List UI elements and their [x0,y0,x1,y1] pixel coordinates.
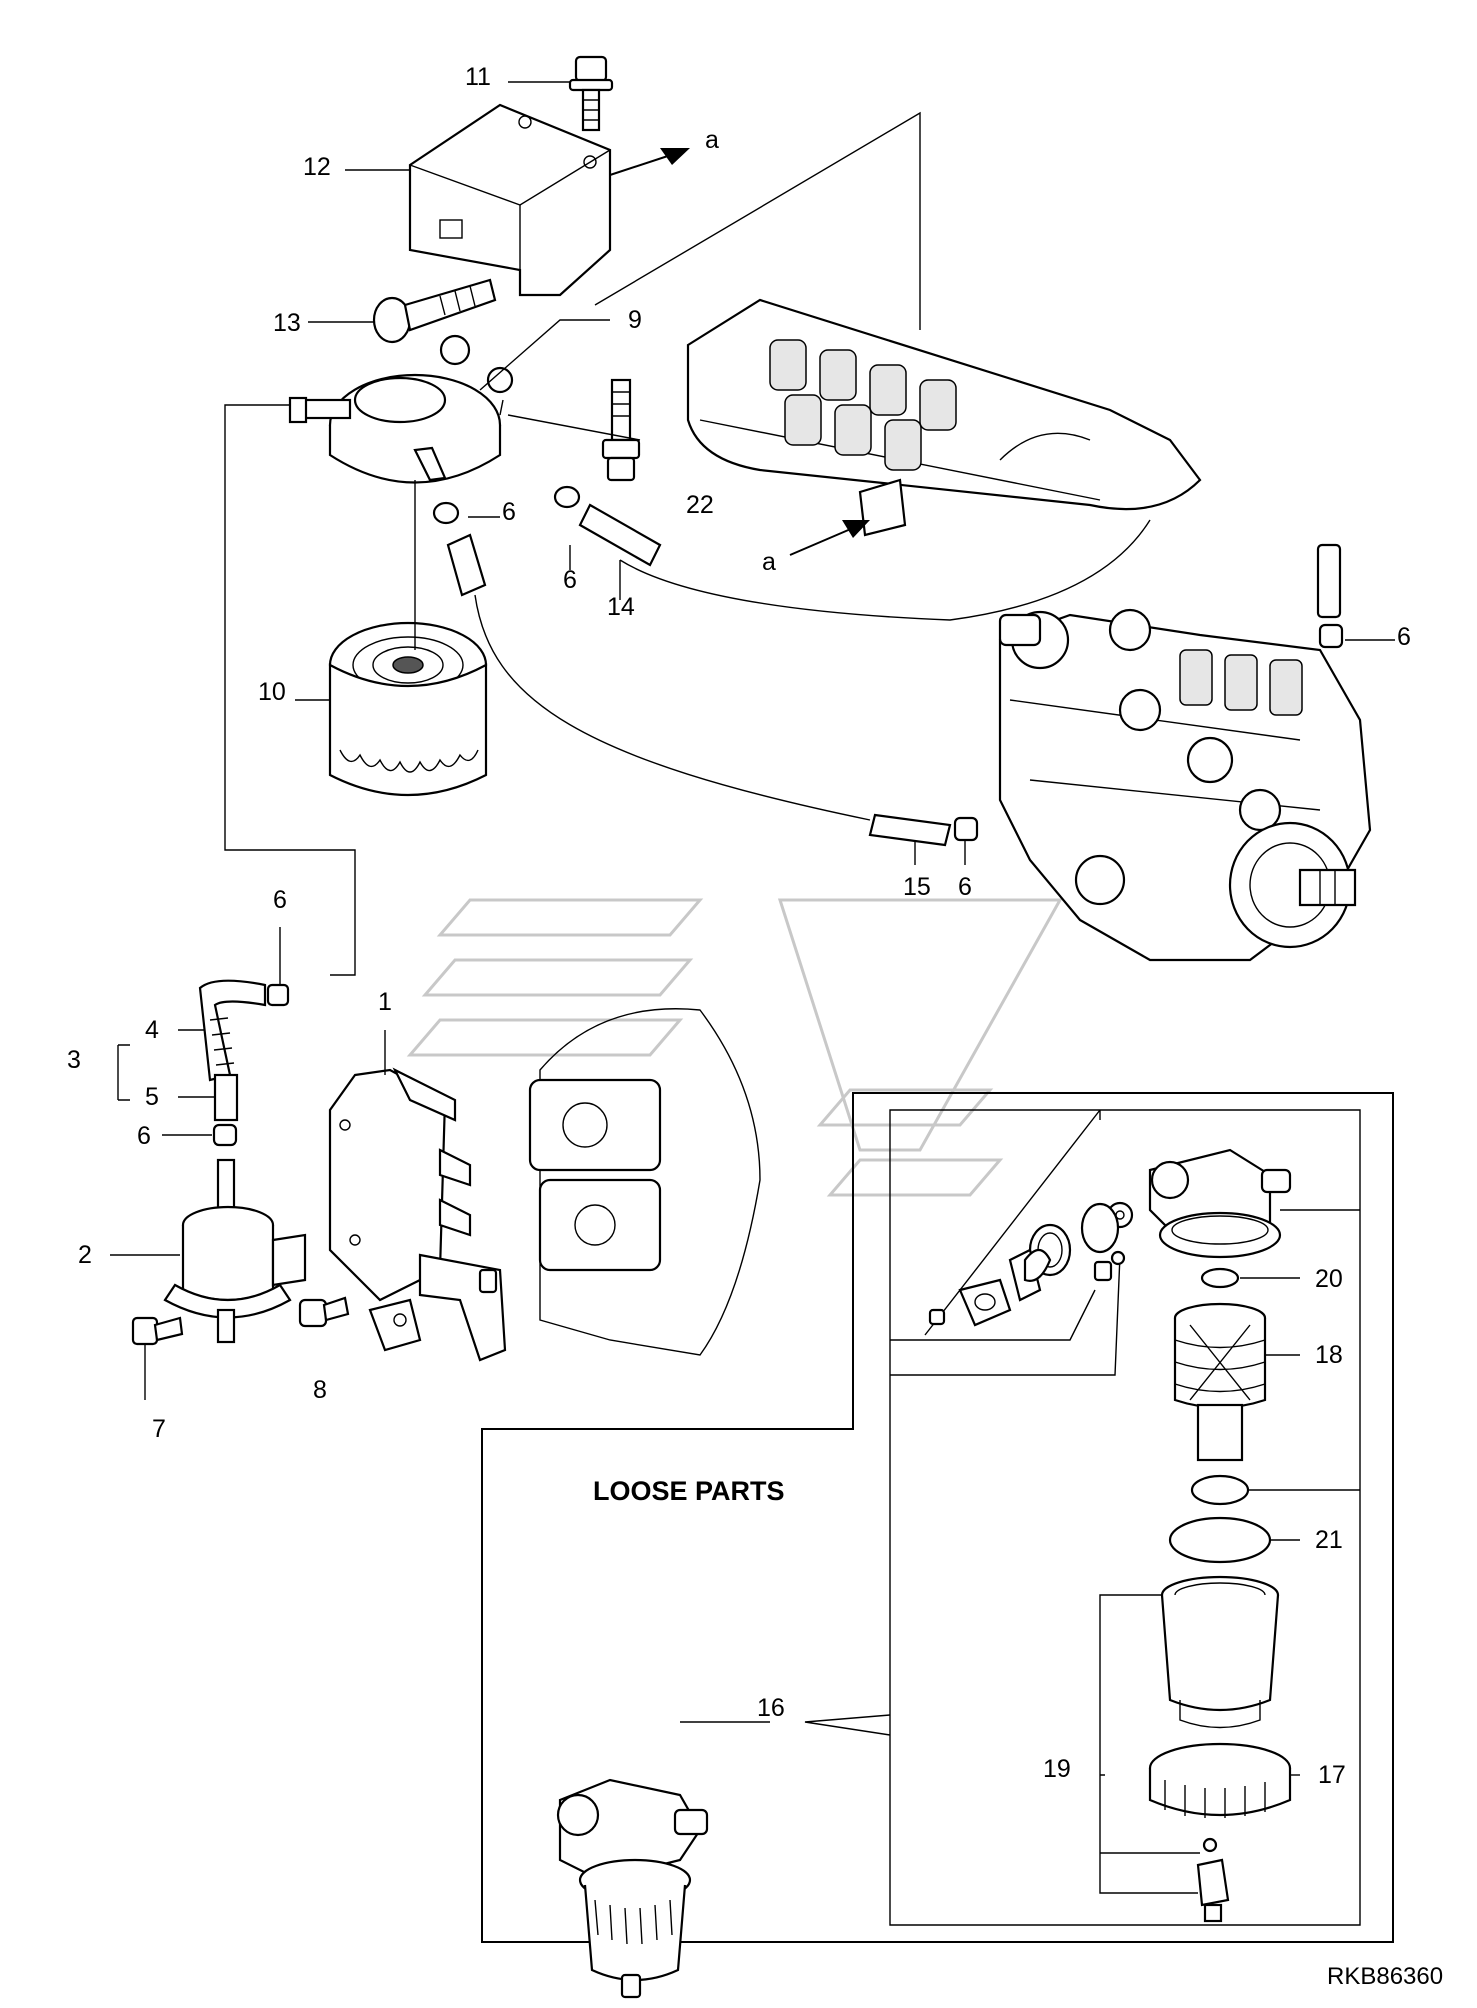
assembled-filter-16 [556,1778,709,1999]
callout-13: 13 [273,309,301,337]
hose-short [446,533,487,597]
callout-6-b: 6 [563,566,577,594]
retaining-ring-17 [1148,1742,1292,1818]
loose-parts-leaders [890,1109,1360,1491]
filter-head-9 [288,334,514,484]
callout-1: 1 [378,988,392,1016]
callout-14: 14 [607,593,635,621]
callout-17: 17 [1318,1761,1346,1789]
filter-head-exploded [1148,1148,1292,1259]
drain-plug [1196,1858,1230,1923]
bracket-12 [408,103,612,297]
filter-element-18 [1173,1302,1267,1462]
callout-16: 16 [757,1694,785,1722]
callout-4: 4 [145,1016,159,1044]
bracket-8 [368,1253,507,1362]
loose-parts-frame [481,1092,1394,1943]
o-ring-20 [1200,1267,1240,1289]
clip-6-a [553,485,581,509]
callout-18: 18 [1315,1341,1343,1369]
hose-14 [578,503,662,567]
callout-2: 2 [78,1241,92,1269]
engine-block [528,1008,761,1356]
callout-6-a: 6 [502,498,516,526]
callout-5: 5 [145,1083,159,1111]
callout-20: 20 [1315,1265,1343,1293]
view-arrow-bottom [789,520,870,556]
view-marker-top: a [705,126,719,154]
fuel-line-to-pump [474,594,871,821]
callout-6-f: 6 [137,1122,151,1150]
drain-oring [1202,1837,1218,1853]
filter-ring [1190,1474,1250,1506]
callout-numbers: 11 12 13 9 22 6 6 14 6 10 15 6 6 1 3 4 5… [67,63,1411,1789]
clip-6-e [266,983,290,1007]
callout-leaders [110,81,1395,1776]
cylinder-head [686,298,1202,537]
bolt-11 [568,55,614,132]
prefilter-2 [163,1158,307,1344]
leader-19 [1099,1594,1200,1894]
leader-16 [804,1714,891,1736]
hose-4 [198,979,267,1082]
bolt-22 [601,378,641,482]
manifold-outline [619,519,1151,621]
bowl-19 [1160,1575,1280,1729]
callout-12: 12 [303,153,331,181]
callout-19: 19 [1043,1755,1071,1783]
callout-6-c: 6 [1397,623,1411,651]
clip-6-f [212,1123,238,1147]
view-marker-bottom: a [762,548,776,576]
small-parts [928,1201,1134,1327]
o-ring-21 [1168,1516,1272,1564]
callout-7: 7 [152,1415,166,1443]
hose-15 [868,813,952,847]
callout-6-d: 6 [958,873,972,901]
injection-pump [998,608,1372,962]
callout-11: 11 [465,63,491,91]
bolt-8 [298,1296,350,1328]
callout-10: 10 [258,678,286,706]
leader-a-lower [594,111,921,330]
callout-8: 8 [313,1376,327,1404]
callout-9: 9 [628,306,642,334]
clip-6-c [1318,623,1344,649]
callout-15: 15 [903,873,931,901]
bracket-1 [328,1067,472,1302]
loose-parts-inner-frame [889,1109,1361,1926]
bolt-7 [131,1316,184,1346]
loose-parts-label: LOOSE PARTS [593,1476,785,1506]
view-arrow-top [609,148,690,176]
filter-cartridge-10 [328,621,488,796]
callout-6-e: 6 [273,886,287,914]
fuel-line-loop [224,404,356,976]
clip-6-d [953,816,979,842]
callout-22: 22 [686,491,714,519]
bolt-13 [372,278,497,344]
pipe-top-right [1316,543,1342,619]
pipe-5 [213,1073,239,1122]
diagram-code: RKB86360 [1327,1963,1443,1990]
watermark-logo [406,898,1063,1197]
clip-6-b [432,501,460,525]
callout-21: 21 [1315,1526,1343,1554]
callout-3: 3 [67,1046,81,1074]
leader-a-upper [499,399,504,416]
